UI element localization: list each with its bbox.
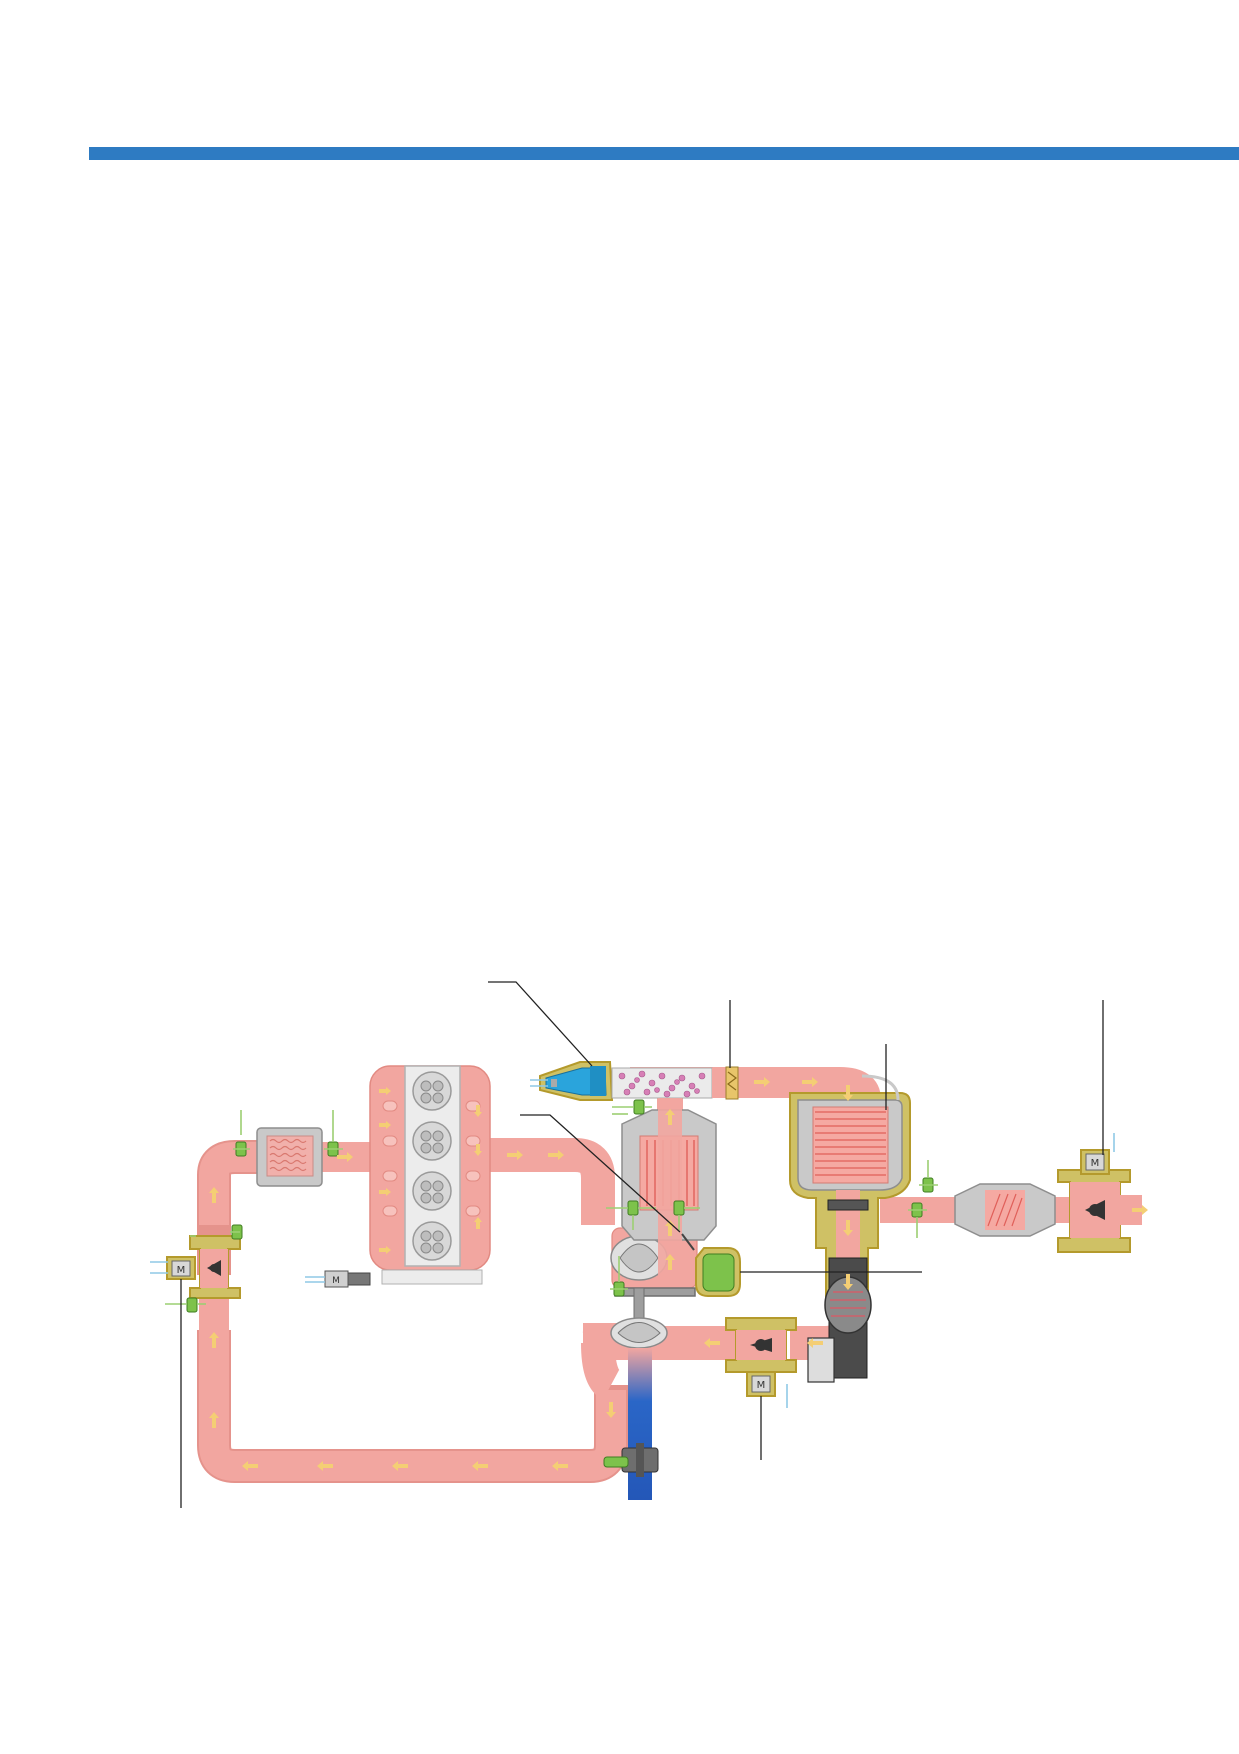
- sensor-cooler-inlet: [612, 1099, 652, 1115]
- temperature-sensors: [165, 1099, 938, 1313]
- svg-text:M: M: [332, 1276, 340, 1286]
- secondary-heat-exchanger: [807, 1257, 872, 1383]
- svg-text:M: M: [757, 1380, 766, 1391]
- engine-block: M: [305, 1065, 491, 1288]
- engine-injector: M: [305, 1270, 371, 1288]
- sensor-cooler-out: [324, 1110, 343, 1157]
- sensor-cooler-in: [233, 1110, 250, 1157]
- mixer: [611, 1066, 842, 1100]
- air-intake: [603, 1348, 659, 1500]
- sensor-turbo-in: [610, 1256, 628, 1297]
- flow-arrows: [209, 1077, 1148, 1471]
- svg-text:M: M: [177, 1265, 186, 1276]
- egr-cooler: [256, 1127, 323, 1187]
- callout-leaders: [180, 981, 1104, 1508]
- sensor-cooler-mid-right: [673, 1200, 700, 1230]
- pressure-sensor: [681, 1233, 741, 1297]
- svg-text:M: M: [1091, 1158, 1100, 1169]
- leader-fuel-injector: [488, 981, 593, 1067]
- sensor-cooler-mid-left: [606, 1200, 656, 1230]
- particle-filter: [789, 1074, 911, 1311]
- intake-throttle-valve: M: [725, 1317, 797, 1408]
- cylinder-ports: [382, 1100, 481, 1217]
- egr-valve-left: M: [150, 1235, 241, 1299]
- sensor-egr-left-1: [190, 1224, 243, 1240]
- air-mass-meter: [603, 1443, 659, 1477]
- cylinders: [412, 1071, 452, 1261]
- sensor-filter-out-2: [908, 1202, 927, 1238]
- catalytic-converter: [954, 1183, 1056, 1237]
- exhaust-flap-valve: M: [1057, 1133, 1142, 1253]
- sensor-filter-out: [919, 1160, 938, 1193]
- sensor-pipe-1: [165, 1297, 206, 1313]
- leader-pressure-sensor: [520, 1114, 681, 1233]
- fuel-injector: [530, 1061, 614, 1101]
- header-rule: [89, 147, 1239, 160]
